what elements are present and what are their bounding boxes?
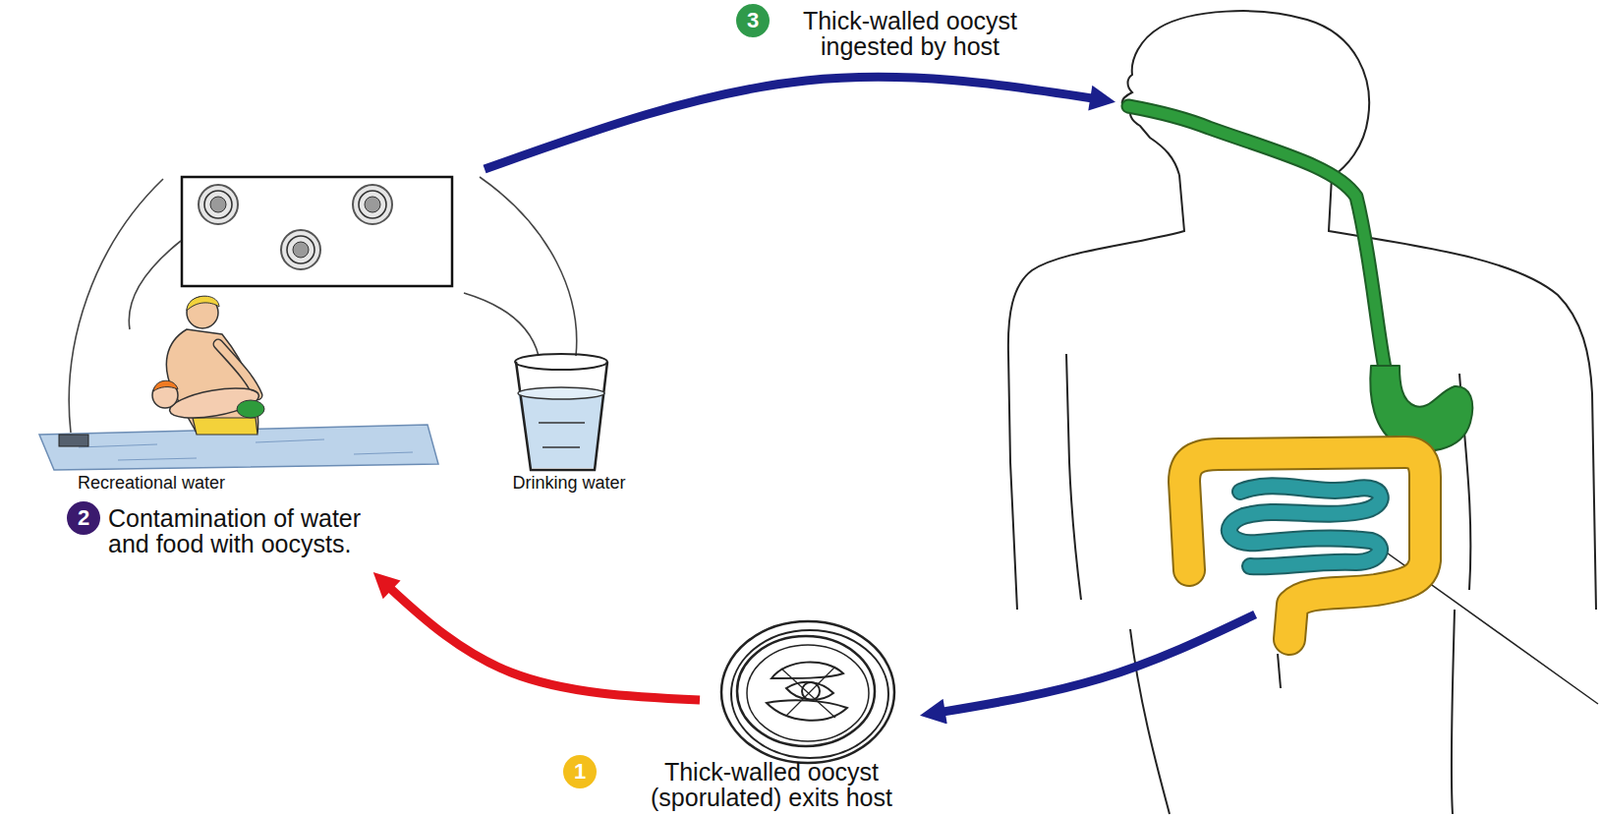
stage-region: 2 Contamination of water and food with oo… xyxy=(9,169,693,572)
step-caption: 1 Thick-walled oocyst (sporulated) exits … xyxy=(563,758,939,810)
stage-region: 3Thick-walled oocyst ingested by host xyxy=(1115,0,1598,615)
step-number: 3 xyxy=(746,9,759,32)
cycle-arrow xyxy=(373,571,700,700)
cycle-arrow xyxy=(484,76,1116,170)
host-body xyxy=(1008,10,1599,814)
step-badge: 2 xyxy=(66,501,101,535)
step-number: 1 xyxy=(573,760,586,783)
step-caption: 2 Contamination of water and food with oo… xyxy=(66,505,379,557)
leader-curves xyxy=(68,176,576,433)
step-description: Contamination of water and food with ooc… xyxy=(108,505,379,557)
step-caption: 3 Thick-walled oocyst ingested by host xyxy=(736,7,1043,59)
water-glass xyxy=(514,353,608,470)
digestive-tract xyxy=(1128,106,1473,639)
cycle-arrow xyxy=(919,614,1256,716)
oocyst-panel xyxy=(181,176,453,286)
step-badge: 1 xyxy=(563,754,597,789)
swimming-scene xyxy=(39,295,439,470)
scene-label: Recreational water xyxy=(77,472,226,493)
sporulated-oocyst xyxy=(721,621,895,763)
step-badge: 3 xyxy=(736,3,770,38)
scene-label: Drinking water xyxy=(512,472,626,493)
step-number: 2 xyxy=(77,507,90,529)
step-description: Thick-walled oocyst (sporulated) exits h… xyxy=(604,758,939,810)
stage-region: 1Thick-walled oocyst (sporulated) exits … xyxy=(699,623,920,761)
step-description: Thick-walled oocyst ingested by host xyxy=(777,7,1043,59)
